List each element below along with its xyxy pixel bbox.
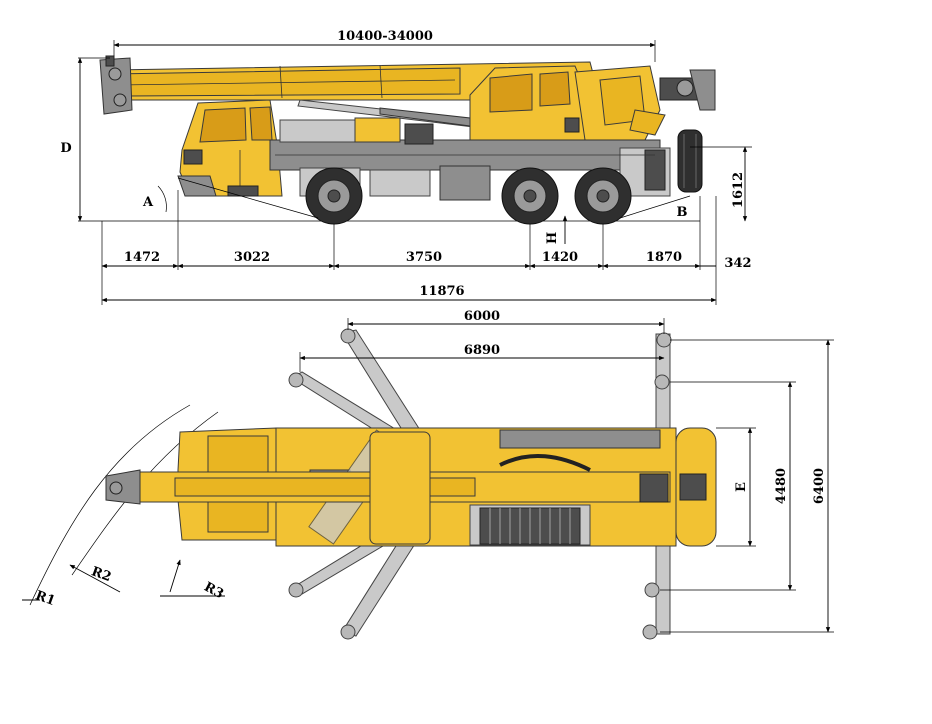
radius-r1-arc (29, 404, 191, 606)
height-1612-label: 1612 (731, 172, 746, 208)
outrigger-span-6890-label: 6890 (464, 343, 500, 358)
segment-342: 342 (724, 256, 751, 271)
superstructure (469, 65, 716, 141)
radius-r3-label: R3 (201, 580, 226, 603)
carrier-cab (177, 99, 283, 197)
departure-angle-line (619, 195, 691, 219)
approach-angle-line (177, 177, 319, 219)
radius-r2-label: R2 (89, 564, 113, 585)
boom-top (105, 431, 671, 545)
segment-3022: 3022 (234, 250, 270, 265)
approach-angle-arc (157, 185, 167, 213)
outrigger-span-6000-label: 6000 (464, 309, 500, 324)
wheel-front (305, 167, 363, 225)
wheel-rear-2 (574, 167, 632, 225)
ground-clearance-label: H (545, 232, 560, 244)
chassis (269, 117, 671, 201)
winch-drum (479, 507, 581, 545)
segment-1472: 1472 (124, 250, 160, 265)
spare-tire (677, 129, 703, 193)
wheels (305, 167, 632, 225)
width-6400-label: 6400 (812, 468, 827, 504)
angle-b-label: B (677, 205, 688, 220)
segment-3750: 3750 (406, 250, 442, 265)
boom-length-label: 10400-34000 (337, 29, 433, 44)
overall-length-label: 11876 (419, 284, 464, 299)
top-view: R1 R2 R3 (22, 309, 834, 640)
segment-1420: 1420 (542, 250, 578, 265)
height-d-label: D (60, 141, 71, 156)
wheel-rear-1 (501, 167, 559, 225)
radius-r1-label: R1 (33, 588, 57, 609)
width-e-label: E (734, 482, 749, 492)
segment-1870: 1870 (646, 250, 682, 265)
angle-a-label: A (142, 195, 154, 210)
width-4480-label: 4480 (774, 468, 789, 504)
side-view: 10400-34000 D A B 1612 H (60, 29, 752, 305)
